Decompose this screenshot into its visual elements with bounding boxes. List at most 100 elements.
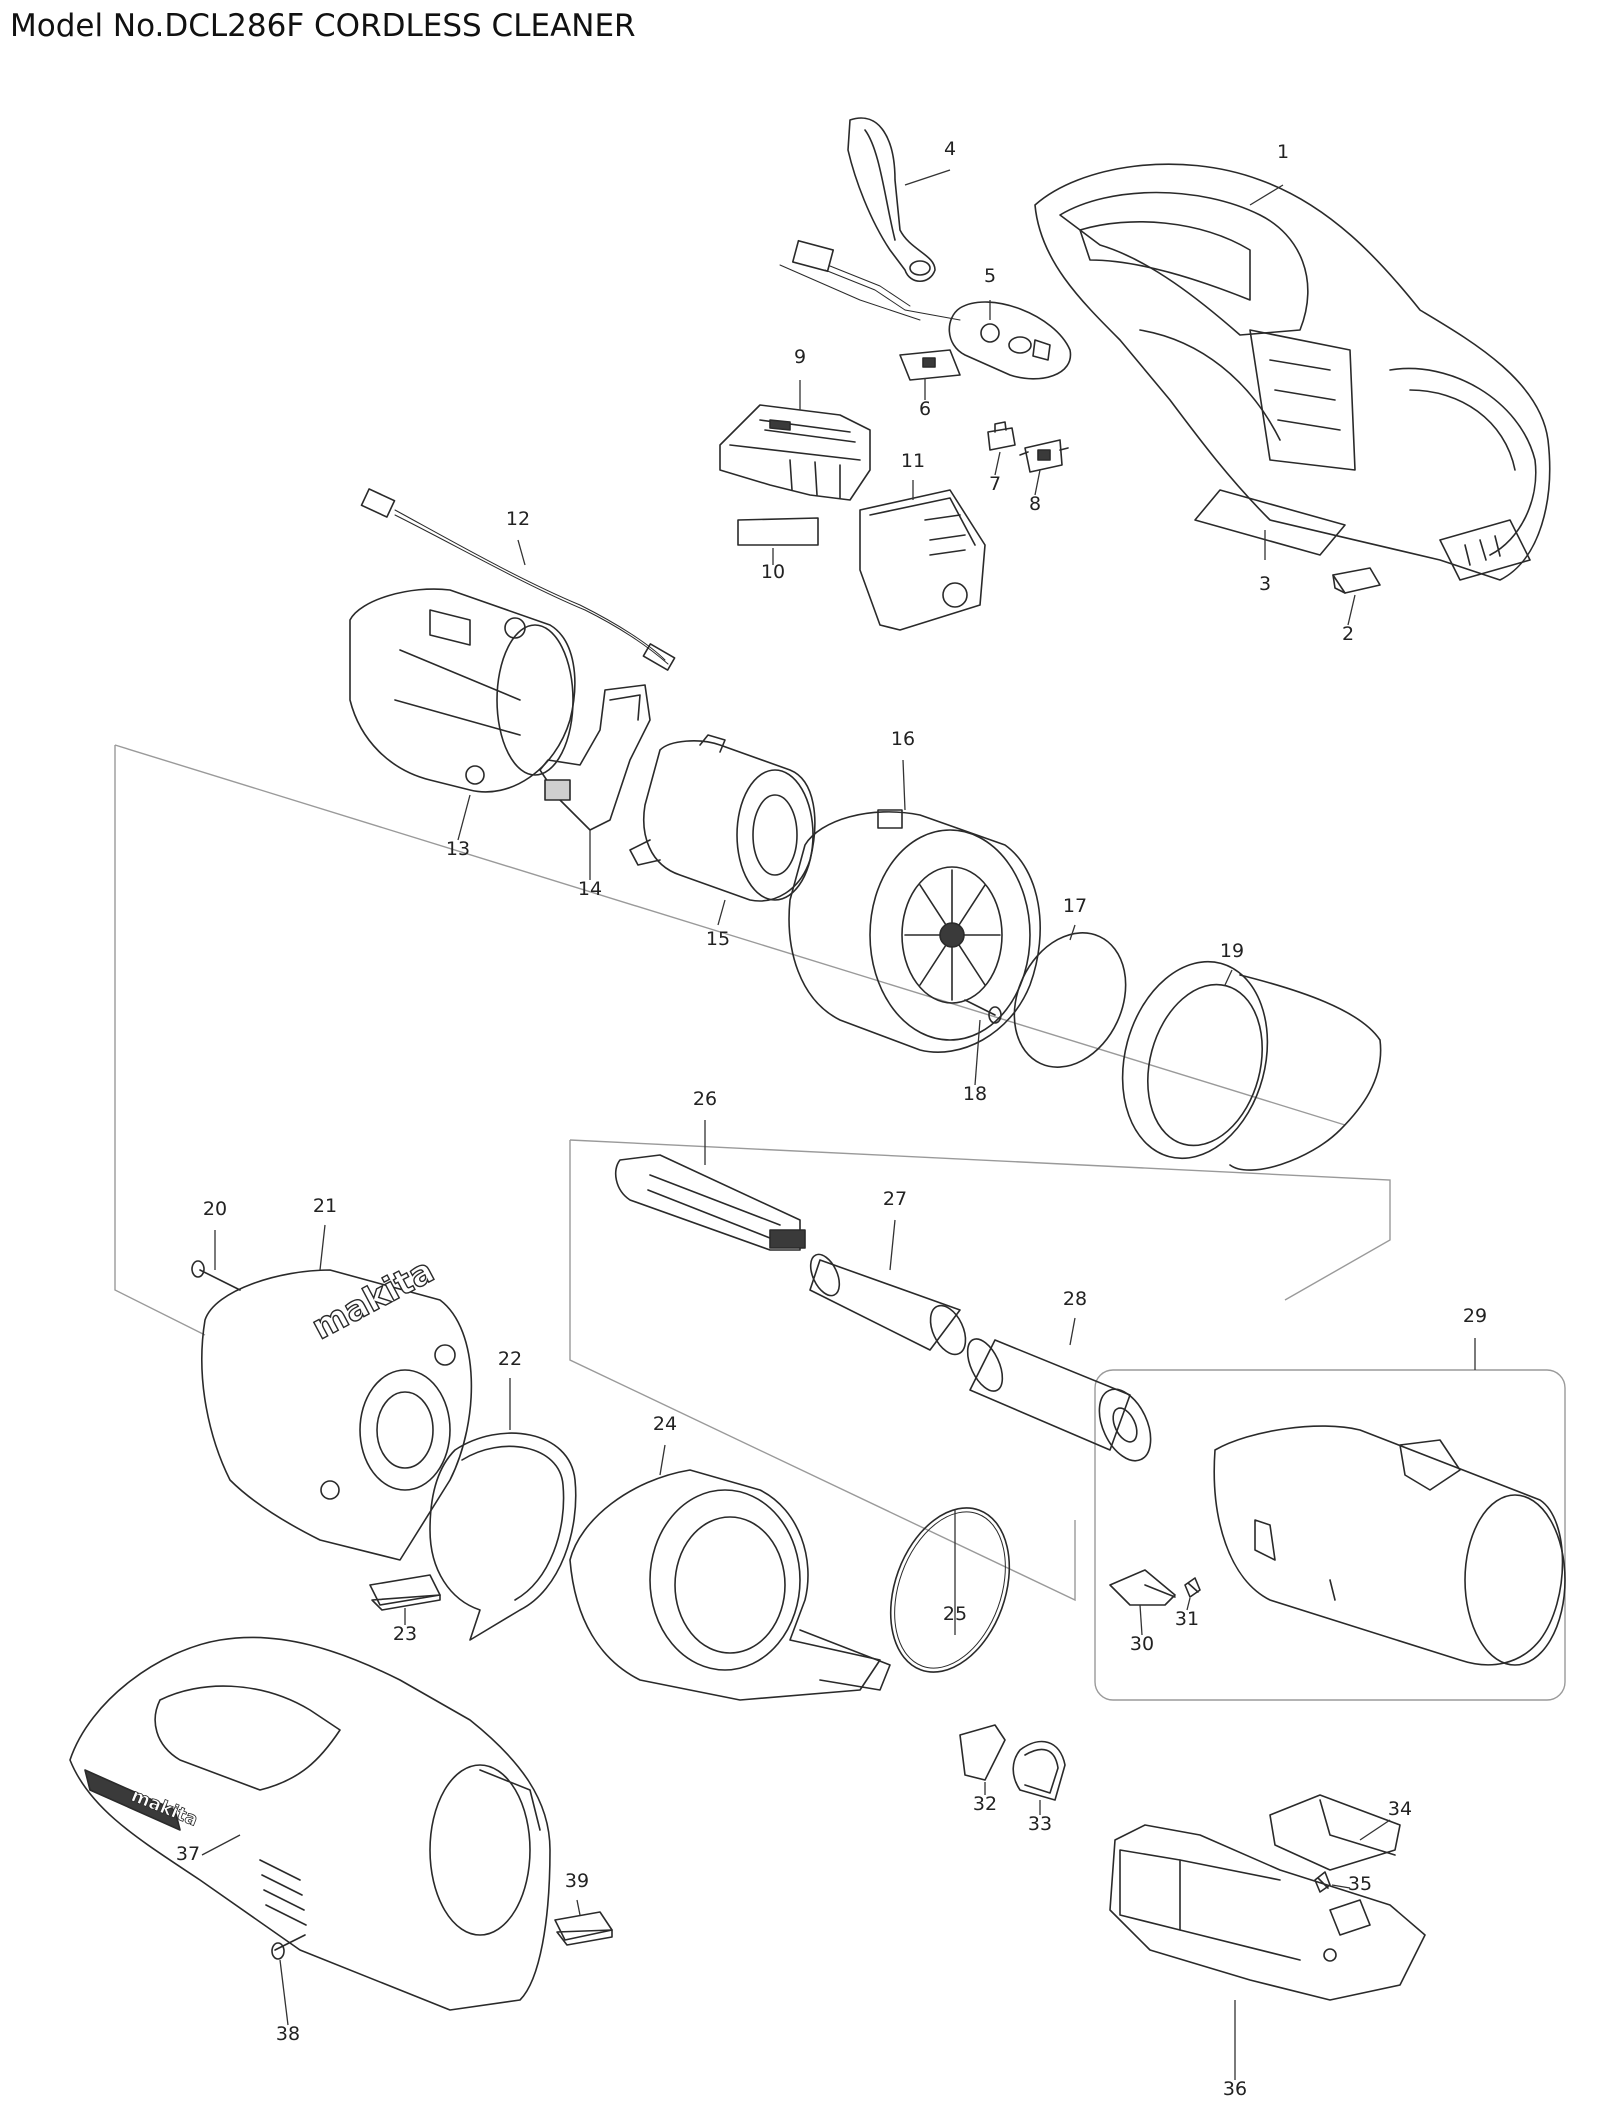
callout-34: 34 — [1359, 1798, 1412, 1841]
part-38-screw — [271, 1934, 306, 1960]
callout-number-24: 24 — [653, 1413, 677, 1435]
part-6-small-board — [899, 349, 961, 381]
callout-31: 31 — [1175, 1597, 1199, 1630]
callout-number-28: 28 — [1063, 1288, 1087, 1310]
callout-number-36: 36 — [1223, 2078, 1247, 2100]
callout-number-18: 18 — [963, 1083, 987, 1105]
callout-number-30: 30 — [1130, 1633, 1154, 1655]
callout-number-20: 20 — [203, 1198, 227, 1220]
assembly-frame-lines — [114, 744, 1566, 1701]
callout-number-27: 27 — [883, 1188, 907, 1210]
callout-number-33: 33 — [1028, 1813, 1052, 1835]
leader-line-24 — [659, 1444, 666, 1476]
part-8-switch — [1019, 439, 1069, 473]
callout-number-9: 9 — [794, 346, 806, 368]
callout-9: 9 — [794, 346, 806, 410]
callout-4: 4 — [904, 138, 956, 186]
part-19-filter-bag — [1121, 960, 1382, 1171]
part-30-latch-button — [1109, 1569, 1176, 1606]
leader-line-13 — [457, 794, 471, 841]
callout-number-34: 34 — [1388, 1798, 1412, 1820]
part-39-pad — [554, 1911, 613, 1946]
part-23-pad — [369, 1574, 441, 1611]
callout-38: 38 — [276, 1959, 300, 2045]
callout-number-23: 23 — [393, 1623, 417, 1645]
leader-line-27 — [889, 1219, 896, 1271]
makita-logo-21: makita — [305, 1251, 440, 1348]
part-7-switch — [987, 421, 1016, 451]
callout-number-39: 39 — [565, 1870, 589, 1892]
callout-number-1: 1 — [1277, 141, 1289, 163]
part-32-cap — [959, 1724, 1006, 1781]
callout-number-14: 14 — [578, 878, 602, 900]
leader-line-39 — [576, 1899, 581, 1916]
callout-number-35: 35 — [1348, 1873, 1372, 1895]
callout-8: 8 — [1029, 469, 1041, 515]
part-36-nozzle-cover — [1109, 1824, 1426, 2001]
callout-17: 17 — [1063, 895, 1087, 941]
part-24-cyclone — [569, 1469, 891, 1701]
part-18-screw — [964, 999, 1002, 1024]
part-28-filter-cartridge — [966, 1338, 1152, 1462]
part-11-controller — [859, 489, 986, 631]
part-3-label — [1194, 489, 1346, 556]
part-12-wire — [360, 488, 676, 671]
leader-line-38 — [279, 1959, 289, 2026]
leader-line-31 — [1186, 1597, 1191, 1611]
callout-number-12: 12 — [506, 508, 530, 530]
callout-21: 21 — [313, 1195, 337, 1271]
callout-number-8: 8 — [1029, 493, 1041, 515]
callout-number-22: 22 — [498, 1348, 522, 1370]
callout-22: 22 — [498, 1348, 522, 1430]
callout-number-13: 13 — [446, 838, 470, 860]
callout-13: 13 — [446, 794, 471, 860]
part-10-label — [737, 517, 819, 546]
part-34-latch — [1269, 1794, 1401, 1871]
callout-number-21: 21 — [313, 1195, 337, 1217]
leader-line-30 — [1139, 1604, 1143, 1636]
callout-number-5: 5 — [984, 265, 996, 287]
callout-number-37: 37 — [176, 1843, 200, 1865]
part-33-gasket — [1012, 1740, 1066, 1801]
part-27-foam-tube — [809, 1253, 967, 1356]
callout-5: 5 — [984, 265, 996, 320]
callout-3: 3 — [1259, 530, 1271, 595]
callout-26: 26 — [693, 1088, 717, 1165]
callout-19: 19 — [1220, 940, 1244, 986]
callout-37: 37 — [176, 1834, 241, 1865]
leader-line-8 — [1034, 469, 1041, 496]
callout-number-29: 29 — [1463, 1305, 1487, 1327]
callout-number-11: 11 — [901, 450, 925, 472]
callout-20: 20 — [203, 1198, 227, 1270]
part-2-clip — [1332, 567, 1381, 594]
leader-line-34 — [1359, 1819, 1391, 1841]
callout-27: 27 — [883, 1188, 907, 1271]
callout-number-6: 6 — [919, 398, 931, 420]
callout-number-31: 31 — [1175, 1608, 1199, 1630]
part-13-motor-housing — [349, 588, 576, 793]
page-title: Model No.DCL286F CORDLESS CLEANER — [10, 8, 636, 44]
callout-25: 25 — [943, 1510, 967, 1635]
callout-16: 16 — [891, 728, 915, 811]
part-37-handle-housing: makita — [69, 1636, 551, 2011]
callout-number-17: 17 — [1063, 895, 1087, 917]
leader-line-16 — [902, 759, 906, 811]
callout-36: 36 — [1223, 2000, 1247, 2100]
callout-number-3: 3 — [1259, 573, 1271, 595]
part-17-disc — [1013, 932, 1127, 1068]
leader-line-7 — [994, 451, 1001, 476]
callout-24: 24 — [653, 1413, 677, 1476]
callout-number-15: 15 — [706, 928, 730, 950]
part-25-o-ring — [889, 1507, 1011, 1673]
leader-line-17 — [1069, 924, 1076, 941]
callout-29: 29 — [1463, 1305, 1487, 1370]
callout-15: 15 — [706, 899, 730, 950]
callout-2: 2 — [1342, 594, 1356, 645]
callout-11: 11 — [901, 450, 925, 500]
callout-18: 18 — [963, 1019, 987, 1105]
callout-32: 32 — [973, 1782, 997, 1815]
callout-number-32: 32 — [973, 1793, 997, 1815]
part-29-dust-case — [1213, 1425, 1566, 1666]
